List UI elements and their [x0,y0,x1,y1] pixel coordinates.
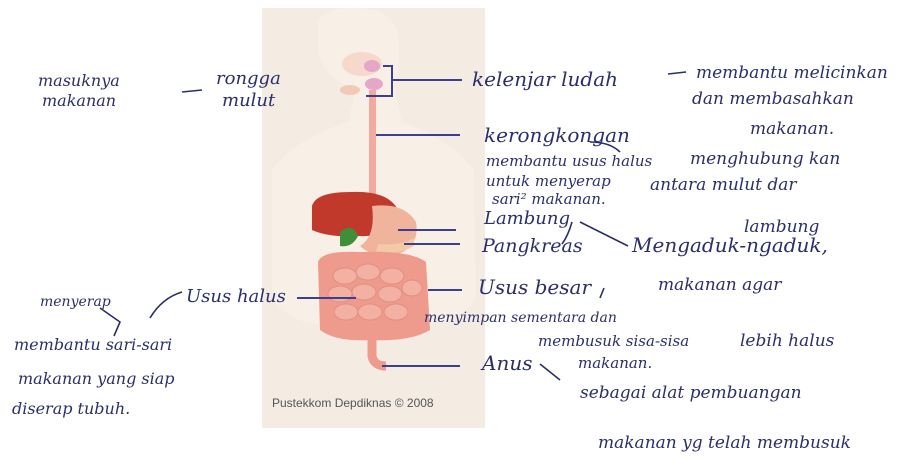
note-usus-halus-2: makanan yang siap [18,369,175,388]
label-lambung: Lambung [483,208,570,229]
note-kerongkongan-2: antara mulut dar [650,175,797,195]
note-pankreas-1: membantu usus halus [486,152,653,170]
note-mulut-1: masuknya [38,71,120,90]
esophagus [369,90,376,200]
dash-mulut [182,90,202,92]
salivary-gland-upper [364,60,380,72]
label-usus-halus: Usus halus [186,286,286,307]
note-kerongkongan-1: menghubung kan [690,149,840,169]
note-pankreas-2: untuk menyerap [486,172,611,190]
connector-usus-besar [600,288,604,298]
connector-anus [540,364,560,380]
note-usus-besar-3: makanan. [578,354,652,372]
note-ludah-2: dan membasahkan [692,89,854,109]
note-usus-besar-2: membusuk sisa-sisa [538,332,689,350]
connector-lambung [580,222,628,246]
note-anus-1: sebagai alat pembuangan [580,383,802,403]
note-mulut-2: makanan [42,91,116,110]
note-ludah-3: makanan. [750,119,834,139]
note-usus-besar-1: menyimpan sementara dan [424,310,617,326]
note-ludah-1: membantu melicinkan [696,63,888,83]
note-anus-2: makanan yg telah membusuk [598,433,851,453]
connector-menyerap [100,308,120,336]
note-usus-halus-1: membantu sari-sari [14,335,172,354]
note-lambung-2: makanan agar [658,275,782,295]
label-kerongkongan: kerongkongan [484,123,630,147]
label-pangkreas: Pangkreas [481,235,583,257]
note-lambung-3: lebih halus [740,331,835,351]
dash-ludah [668,72,686,74]
tongue [340,85,360,95]
note-usus-halus-3: diserap tubuh. [12,399,130,418]
connector-usus-halus [150,292,182,318]
label-anus: Anus [480,351,532,375]
note-menyerap: menyerap [40,294,111,310]
salivary-gland-lower [365,78,383,90]
note-pankreas-3: sari² makanan. [492,190,606,208]
label-rongga: rongga [216,68,281,89]
label-mulut: mulut [222,90,276,111]
label-usus-besar: Usus besar [478,275,592,299]
note-lambung-1: Mengaduk-ngaduk, [631,233,828,257]
label-kelenjar-ludah: kelenjar ludah [472,67,618,91]
credit-text: Pustekkom Depdiknas © 2008 [272,396,434,410]
